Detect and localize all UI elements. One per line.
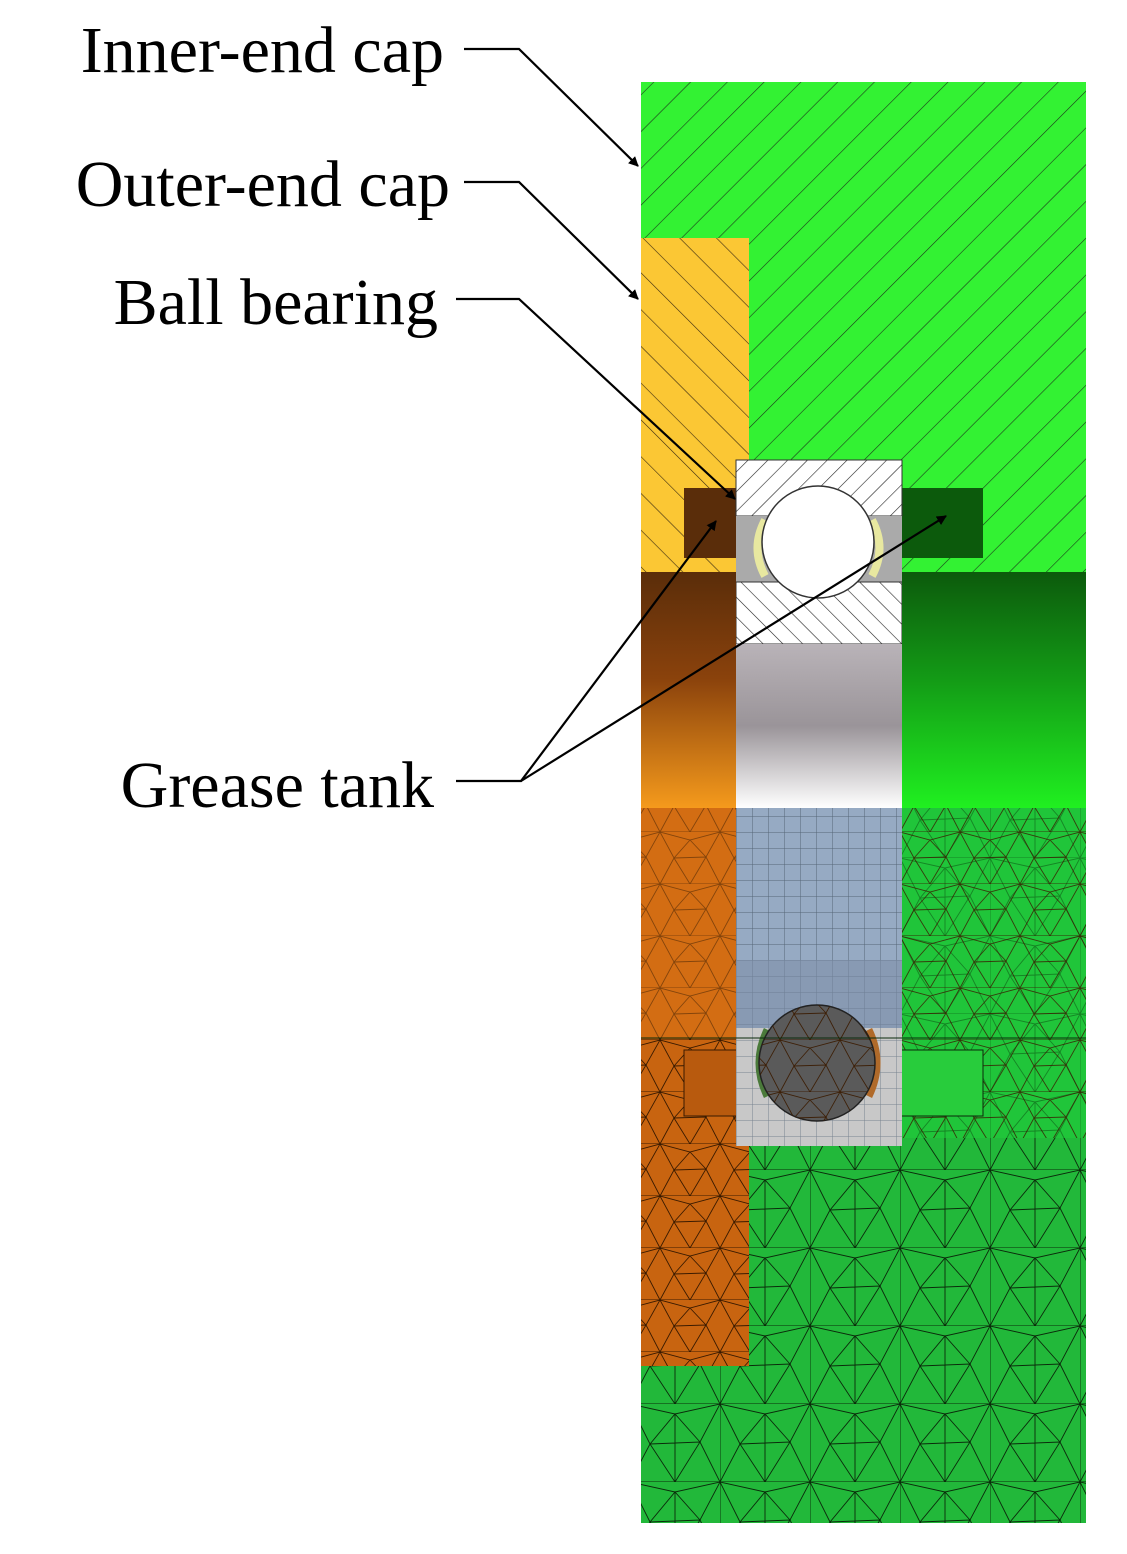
label-grease-tank: Grease tank [121, 749, 434, 822]
leader-grease-tank-right [520, 515, 947, 782]
grease-tank-right [897, 488, 983, 558]
label-outer-end-cap: Outer-end cap [76, 148, 450, 221]
label-ball-bearing: Ball bearing [114, 266, 438, 339]
shaded-view [641, 572, 1086, 808]
leader-lines [456, 47, 947, 783]
mesh-view [641, 808, 1086, 1523]
ball [761, 485, 875, 599]
leader-inner-end-cap [464, 47, 639, 167]
leader-ball-bearing [456, 297, 736, 500]
label-inner-end-cap: Inner-end cap [81, 14, 444, 87]
section-view [641, 82, 1086, 645]
leader-outer-end-cap [464, 180, 639, 300]
